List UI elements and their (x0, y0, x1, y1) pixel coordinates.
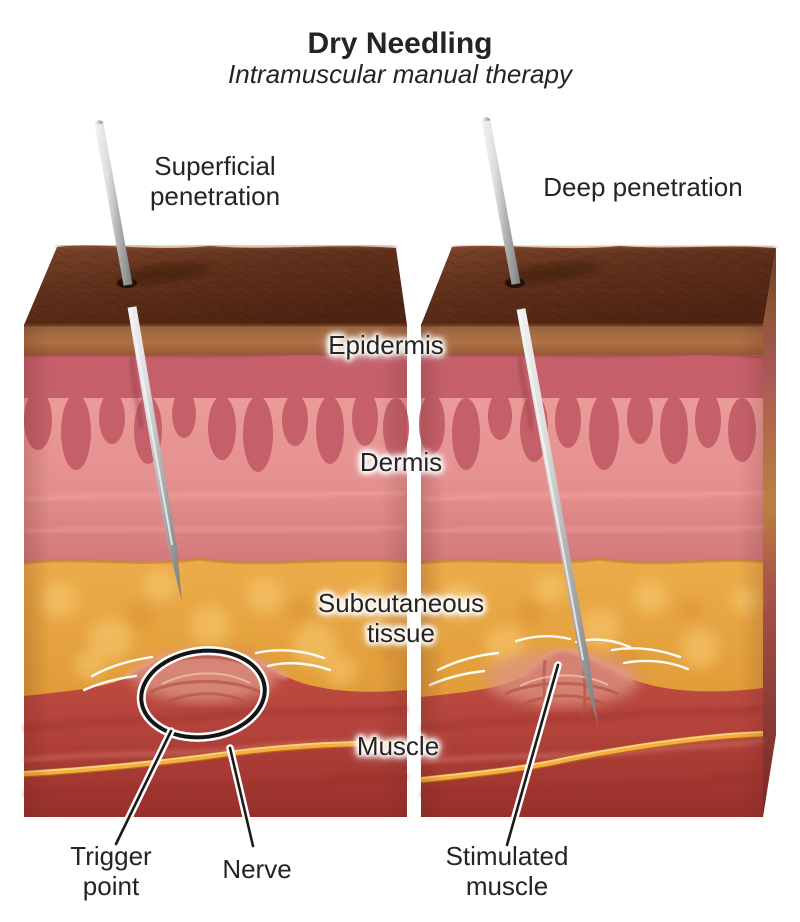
annotation-stimulated-muscle: Stimulated muscle (445, 841, 569, 901)
leader-lines (112, 661, 562, 850)
tissue-block-right (419, 117, 777, 817)
layer-label-subcutaneous-tissue: Subcutaneous tissue (317, 588, 485, 648)
needle-shadow-right (507, 261, 599, 283)
nerve-leader (228, 746, 255, 848)
needle-left-upper (94, 120, 133, 286)
stimulated-muscle-leader (505, 663, 560, 847)
page-subtitle: Intramuscular manual therapy (228, 59, 572, 89)
needle-right-lower (516, 308, 598, 726)
tissue-block-left (23, 120, 409, 817)
needle-right-upper (481, 117, 521, 285)
needle-left-lower (127, 306, 182, 601)
block-side-face (763, 248, 776, 817)
page-title: Dry Needling (307, 27, 493, 60)
layer-label-dermis: Dermis (359, 447, 443, 477)
caption-superficial-penetration: Superficial penetration (149, 151, 281, 211)
layer-label-epidermis: Epidermis (328, 330, 444, 360)
trigger-point-circle (136, 646, 270, 742)
caption-deep-penetration: Deep penetration (543, 172, 743, 202)
layer-label-muscle: Muscle (356, 731, 440, 761)
trigger-point-leader (114, 729, 173, 846)
annotation-trigger-point: Trigger point (70, 841, 152, 901)
needle-shadow-left (119, 262, 211, 284)
annotation-nerve: Nerve (222, 854, 292, 884)
